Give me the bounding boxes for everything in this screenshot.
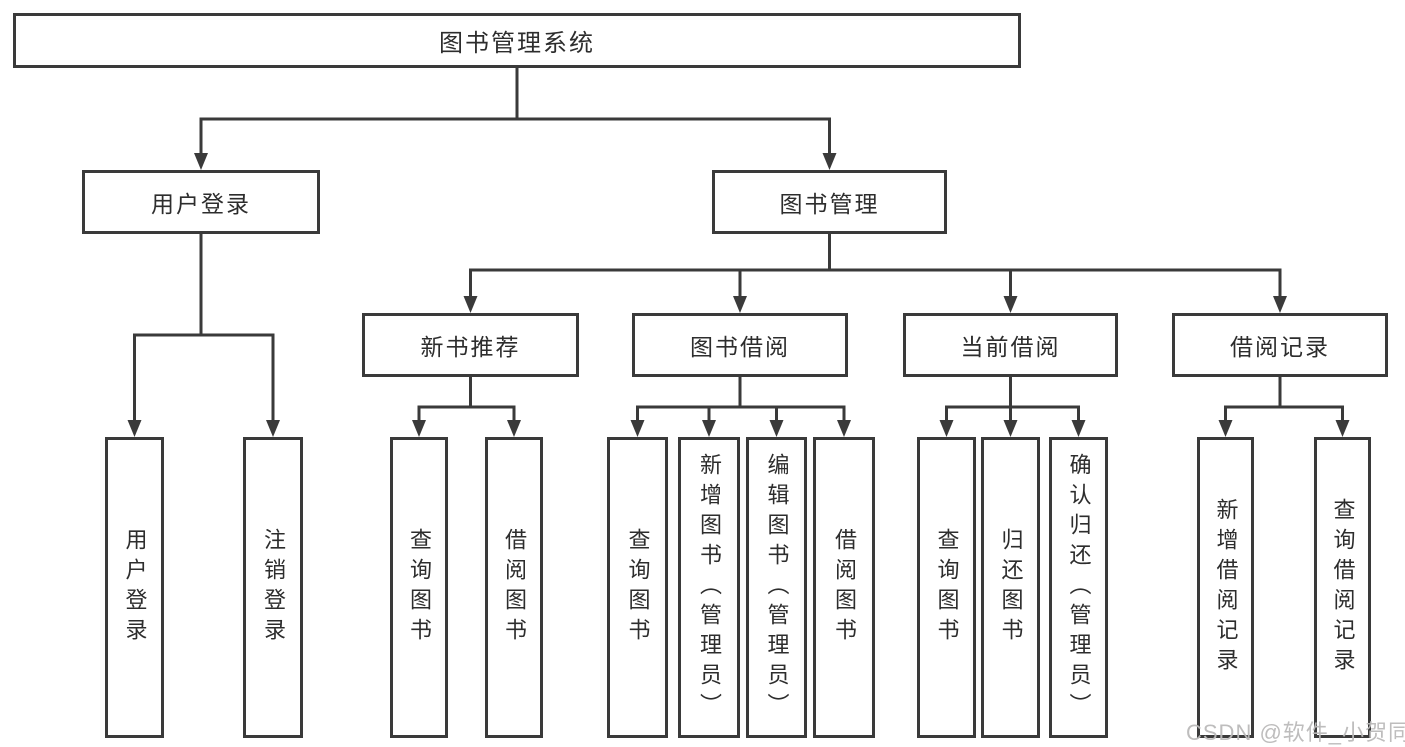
leaf-query-books-rec: 查询图书	[390, 437, 448, 738]
node-label: 图书管理	[779, 191, 880, 217]
arrow-down-icon	[507, 420, 521, 437]
node-current-borrow: 当前借阅	[903, 313, 1118, 377]
arrow-down-icon	[1003, 420, 1018, 437]
watermark: CSDN @软件_小贺同学	[1186, 720, 1405, 745]
node-label: 查询图书	[625, 527, 651, 648]
connector-root-bar	[199, 117, 831, 154]
arrow-down-icon	[1218, 420, 1233, 437]
connector-login-bar	[133, 333, 275, 422]
node-label: 借阅图书	[832, 527, 857, 648]
node-label: 借阅记录	[1230, 334, 1330, 360]
arrow-down-icon	[412, 420, 426, 437]
node-book-management: 图书管理	[712, 170, 947, 234]
arrow-down-icon	[266, 420, 280, 437]
leaf-query-borrow-record: 查询借阅记录	[1314, 437, 1371, 738]
arrow-down-icon	[194, 153, 208, 170]
connector-borrow-bar	[636, 405, 846, 422]
leaf-confirm-return-admin: 确认归还（管理员）	[1049, 437, 1108, 738]
node-label: 当前借阅	[960, 334, 1061, 360]
node-label: 查询图书	[934, 527, 960, 648]
node-label: 图书借阅	[690, 334, 790, 360]
node-label: 新增借阅记录	[1213, 497, 1239, 678]
arrow-down-icon	[630, 420, 645, 437]
arrow-down-icon	[463, 296, 478, 313]
arrow-down-icon	[1273, 296, 1287, 313]
leaf-add-book-admin: 新增图书（管理员）	[678, 437, 740, 738]
connector-records-bar	[1224, 405, 1344, 422]
arrow-down-icon	[939, 420, 954, 437]
node-borrow-records: 借阅记录	[1172, 313, 1388, 377]
node-label: 借阅图书	[502, 527, 527, 648]
node-label: 新书推荐	[420, 334, 521, 360]
leaf-borrow-books-rec: 借阅图书	[485, 437, 543, 738]
node-label: 查询借阅记录	[1330, 497, 1356, 678]
leaf-add-borrow-record: 新增借阅记录	[1197, 437, 1254, 738]
leaf-logout: 注销登录	[243, 437, 303, 738]
node-new-book-recommend: 新书推荐	[362, 313, 579, 377]
arrow-down-icon	[733, 296, 747, 313]
node-label: 归还图书	[998, 527, 1024, 648]
node-label: 编辑图书（管理员）	[764, 452, 790, 723]
node-label: 查询图书	[407, 527, 432, 648]
arrow-down-icon	[822, 153, 837, 170]
arrow-down-icon	[1071, 420, 1086, 437]
connector-mgmt-bar	[469, 268, 1282, 298]
node-book-borrow: 图书借阅	[632, 313, 848, 377]
node-user-login: 用户登录	[82, 170, 320, 234]
arrow-down-icon	[769, 420, 784, 437]
connector-current-bar	[945, 405, 1080, 422]
leaf-edit-book-admin: 编辑图书（管理员）	[746, 437, 807, 738]
node-label: 确认归还（管理员）	[1066, 452, 1092, 723]
node-label: 图书管理系统	[439, 30, 595, 57]
arrow-down-icon	[837, 420, 851, 437]
node-label: 新增图书（管理员）	[697, 452, 722, 723]
arrow-down-icon	[1335, 420, 1350, 437]
arrow-down-icon	[702, 420, 716, 437]
leaf-query-books-borrow: 查询图书	[607, 437, 668, 738]
connector-rec-bar	[417, 405, 516, 422]
node-label: 注销登录	[261, 527, 286, 648]
node-label: 用户登录	[122, 527, 148, 648]
arrowheads	[127, 153, 1350, 437]
node-library-system: 图书管理系统	[13, 13, 1021, 68]
node-label: 用户登录	[151, 191, 251, 217]
leaf-borrow-books-borrow: 借阅图书	[813, 437, 875, 738]
arrow-down-icon	[1003, 296, 1018, 313]
arrow-down-icon	[127, 420, 142, 437]
leaf-query-books-current: 查询图书	[917, 437, 976, 738]
leaf-return-book: 归还图书	[981, 437, 1040, 738]
leaf-user-login: 用户登录	[105, 437, 164, 738]
